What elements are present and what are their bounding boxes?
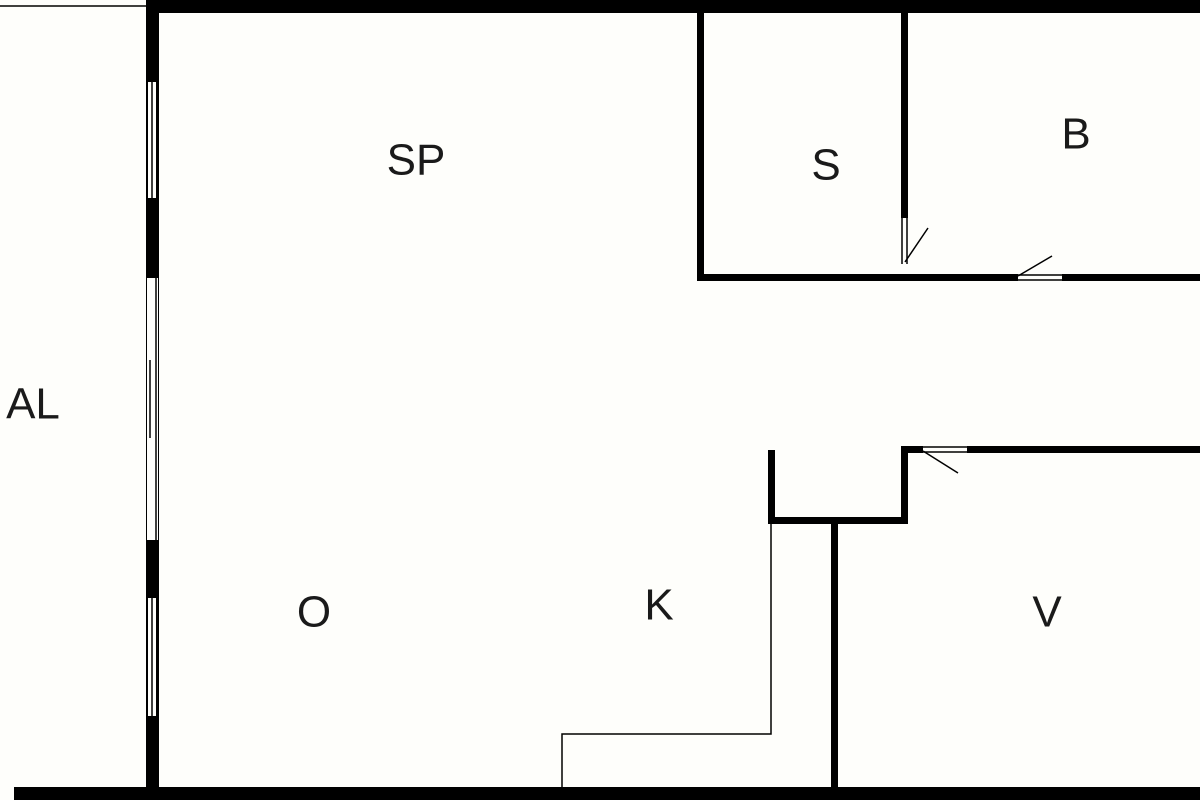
kitchen-counter xyxy=(561,524,772,787)
room-label-b: B xyxy=(1061,110,1090,159)
storage-door-opening xyxy=(902,218,907,264)
storage-bottom-wall xyxy=(697,274,1018,281)
bath-door-leaf xyxy=(1017,255,1053,277)
balcony-door-opening xyxy=(147,278,158,540)
kitchen-notch-right xyxy=(901,446,908,524)
bedroom-top-wall-left xyxy=(901,446,923,453)
kitchen-upper-wall xyxy=(768,450,775,524)
room-label-sp: SP xyxy=(387,136,446,185)
room-labels: SP S B AL O K V xyxy=(6,110,1091,637)
bedroom-door-leaf xyxy=(922,450,959,474)
bath-bottom-wall xyxy=(1062,274,1200,281)
bedroom-top-wall xyxy=(967,446,1200,453)
room-label-s: S xyxy=(811,141,840,190)
storage-bath-divider xyxy=(901,13,908,218)
bedroom-left-wall xyxy=(831,520,838,787)
room-label-v: V xyxy=(1032,588,1062,637)
bottom-wall xyxy=(14,787,1200,800)
top-wall xyxy=(146,0,1200,13)
room-label-al: AL xyxy=(6,380,60,429)
storage-left-wall xyxy=(697,13,704,281)
storage-door-leaf xyxy=(904,227,929,263)
room-label-k: K xyxy=(644,581,673,630)
room-label-o: O xyxy=(297,588,331,637)
